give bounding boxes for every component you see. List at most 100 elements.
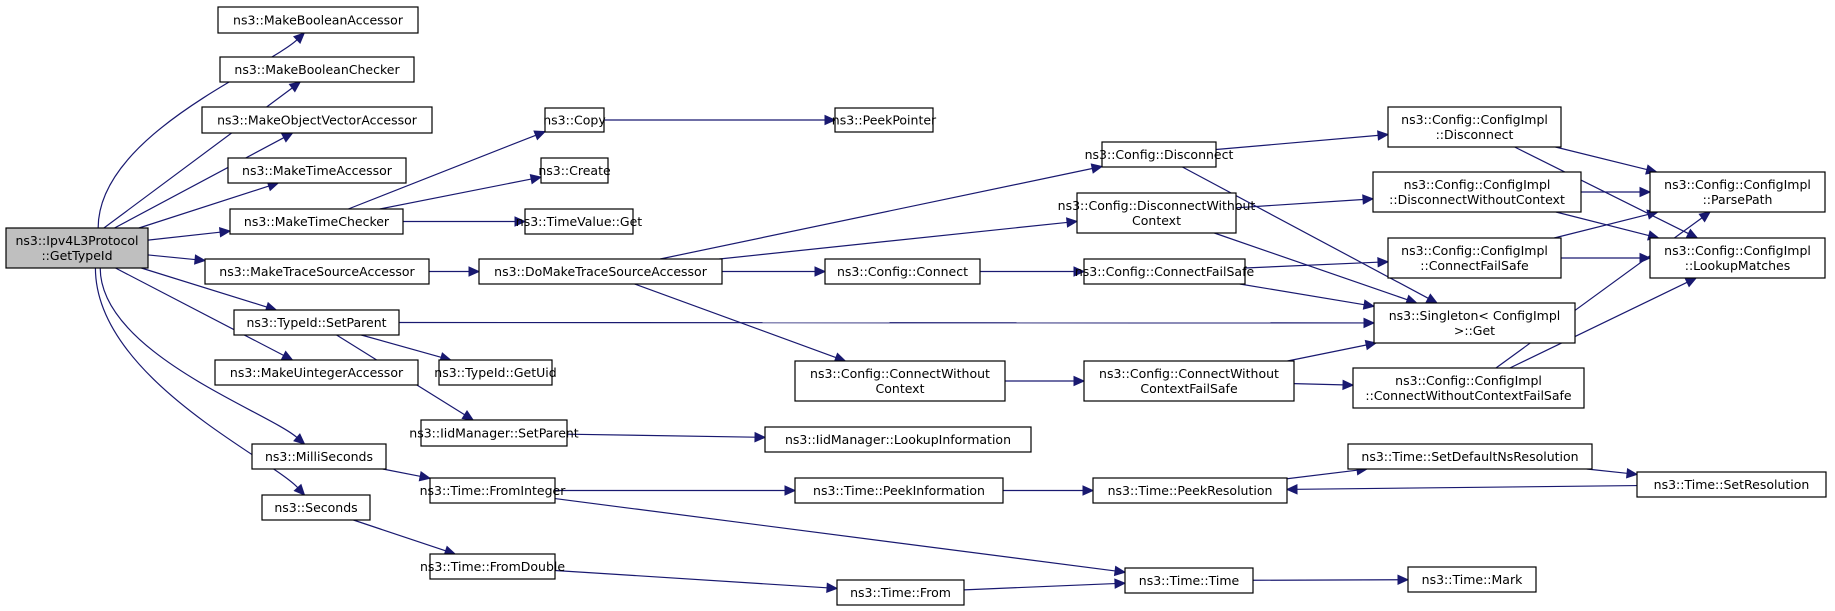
arrowhead-icon: [293, 483, 306, 496]
node-box[interactable]: [544, 107, 605, 133]
node-box[interactable]: [1092, 477, 1288, 504]
node-box[interactable]: [1101, 141, 1217, 168]
call-node[interactable]: ns3::IidManager::SetParent: [409, 419, 579, 447]
call-node[interactable]: ns3::Time::SetResolution: [1636, 471, 1827, 498]
node-box[interactable]: [1076, 192, 1237, 234]
node-box[interactable]: [1387, 237, 1562, 279]
node-box[interactable]: [204, 258, 430, 285]
edge-cdisc-to-cidisc: [1215, 134, 1379, 151]
node-box[interactable]: [1649, 237, 1826, 279]
node-box[interactable]: [420, 419, 568, 447]
call-node[interactable]: ns3::MakeTraceSourceAccessor: [204, 258, 430, 285]
call-node[interactable]: ns3::Time::FromDouble: [420, 553, 565, 580]
arrowhead-icon: [461, 409, 475, 421]
node-box[interactable]: [201, 106, 433, 134]
call-node[interactable]: ns3::Copy: [543, 107, 606, 133]
arrowhead-icon: [824, 114, 837, 126]
node-box[interactable]: [229, 208, 404, 235]
call-node[interactable]: ns3::Time::From: [836, 579, 965, 606]
node-box[interactable]: [1352, 367, 1585, 409]
call-node[interactable]: ns3::Config::ConnectWithoutContext: [794, 360, 1006, 402]
node-box[interactable]: [227, 157, 407, 184]
call-node[interactable]: ns3::Config::DisconnectWithoutContext: [1058, 192, 1256, 234]
node-box[interactable]: [214, 359, 419, 386]
node-box[interactable]: [1083, 258, 1246, 285]
node-box[interactable]: [794, 477, 1004, 504]
call-node[interactable]: ns3::Config::ConfigImpl::Disconnect: [1387, 106, 1562, 148]
edge-cdisc-to-singget: [1182, 166, 1429, 299]
node-box[interactable]: [1347, 443, 1593, 470]
call-node[interactable]: ns3::TypeId::GetUid: [434, 359, 557, 386]
node-label: ::GetTypeId: [41, 248, 112, 263]
node-box[interactable]: [824, 258, 981, 285]
call-node[interactable]: ns3::Config::ConfigImpl::LookupMatches: [1649, 237, 1826, 279]
node-box[interactable]: [794, 360, 1006, 402]
node-box[interactable]: [1083, 360, 1295, 402]
node-box[interactable]: [261, 494, 371, 521]
node-box[interactable]: [251, 443, 387, 470]
call-node[interactable]: ns3::Time::Mark: [1407, 566, 1537, 593]
call-node[interactable]: ns3::MakeObjectVectorAccessor: [201, 106, 433, 134]
nodes-layer: ns3::Ipv4L3Protocol::GetTypeId ns3::MakeB…: [5, 6, 1827, 606]
call-node[interactable]: ns3::Create: [538, 157, 611, 184]
call-node[interactable]: ns3::Time::Time: [1124, 567, 1254, 594]
node-box[interactable]: [836, 579, 965, 606]
node-box[interactable]: [219, 56, 415, 83]
node-label: ns3::Ipv4L3Protocol: [15, 233, 138, 248]
node-box[interactable]: [1124, 567, 1254, 594]
call-node[interactable]: ns3::MakeBooleanAccessor: [217, 6, 419, 34]
call-node[interactable]: ns3::Config::ConfigImpl::ConnectWithoutC…: [1352, 367, 1585, 409]
arrowhead-icon: [280, 350, 294, 361]
call-node[interactable]: ns3::Config::ConfigImpl::ConnectFailSafe: [1387, 237, 1562, 279]
node-box[interactable]: [764, 426, 1032, 453]
call-node[interactable]: ns3::Config::Disconnect: [1085, 141, 1234, 168]
edge-root-to-sec: [94, 267, 299, 489]
node-box[interactable]: [1373, 302, 1576, 344]
call-node[interactable]: ns3::Seconds: [261, 494, 371, 521]
call-node[interactable]: ns3::MakeUintegerAccessor: [214, 359, 419, 386]
call-node[interactable]: ns3::Singleton< ConfigImpl>::Get: [1373, 302, 1576, 344]
call-node[interactable]: ns3::MakeTimeAccessor: [227, 157, 407, 184]
node-box[interactable]: [478, 258, 723, 285]
node-label: ns3::Config::ConfigImpl: [1664, 177, 1811, 192]
call-node[interactable]: ns3::MakeBooleanChecker: [219, 56, 415, 83]
call-node[interactable]: ns3::MilliSeconds: [251, 443, 387, 470]
node-box[interactable]: [540, 157, 609, 184]
call-node[interactable]: ns3::Config::ConnectWithoutContextFailSa…: [1083, 360, 1295, 402]
node-label: ns3::Create: [538, 163, 611, 178]
node-box[interactable]: [429, 477, 556, 504]
call-node[interactable]: ns3::Config::Connect: [824, 258, 981, 285]
call-node[interactable]: ns3::MakeTimeChecker: [229, 208, 404, 235]
node-box[interactable]: [429, 553, 556, 580]
node-box[interactable]: [1636, 471, 1827, 498]
node-box[interactable]: [834, 107, 934, 133]
call-node[interactable]: ns3::Time::PeekInformation: [794, 477, 1004, 504]
call-node[interactable]: ns3::TimeValue::Get: [516, 208, 643, 235]
node-box[interactable]: [233, 309, 400, 336]
arrowhead-icon: [1397, 574, 1410, 586]
node-box[interactable]: [1649, 171, 1826, 213]
call-node[interactable]: ns3::Config::ConnectFailSafe: [1075, 258, 1255, 285]
call-node[interactable]: ns3::Config::ConfigImpl::ParsePath: [1649, 171, 1826, 213]
arrowhead-icon: [1342, 379, 1355, 391]
arrowhead-icon: [814, 266, 827, 277]
node-box[interactable]: [1372, 171, 1582, 213]
call-node[interactable]: ns3::Time::SetDefaultNsResolution: [1347, 443, 1593, 470]
call-node[interactable]: ns3::TypeId::SetParent: [233, 309, 400, 336]
call-node[interactable]: ns3::PeekPointer: [832, 107, 937, 133]
node-box[interactable]: [1387, 106, 1562, 148]
node-box[interactable]: [1407, 566, 1537, 593]
arrowhead-icon: [293, 433, 306, 445]
call-node[interactable]: ns3::DoMakeTraceSourceAccessor: [478, 258, 723, 285]
node-box[interactable]: [438, 359, 553, 386]
edge-cdwc-to-singget: [1214, 232, 1408, 301]
node-box[interactable]: [217, 6, 419, 34]
root-node[interactable]: ns3::Ipv4L3Protocol::GetTypeId: [5, 227, 149, 269]
call-node[interactable]: ns3::IidManager::LookupInformation: [764, 426, 1032, 453]
call-node[interactable]: ns3::Time::FromInteger: [420, 477, 567, 504]
node-box[interactable]: [524, 208, 634, 235]
call-node[interactable]: ns3::Time::PeekResolution: [1092, 477, 1288, 504]
arrowhead-icon: [1082, 485, 1095, 496]
node-box[interactable]: [5, 227, 149, 269]
call-node[interactable]: ns3::Config::ConfigImpl::DisconnectWitho…: [1372, 171, 1582, 213]
